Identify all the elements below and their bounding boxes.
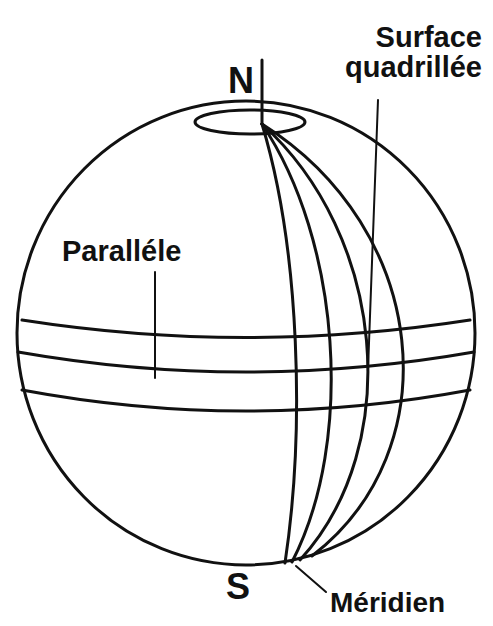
- region-label: Surface quadrillée: [286, 22, 482, 83]
- meridian-label: Méridien: [330, 588, 445, 617]
- parallel-label: Paralléle: [62, 236, 181, 266]
- axis-line: [261, 60, 264, 124]
- parallel-line: [22, 320, 470, 338]
- meridian-line: [262, 124, 331, 562]
- meridian-line: [262, 124, 297, 563]
- globe-outline: [17, 101, 475, 565]
- meridian-line: [262, 124, 368, 560]
- leader-line: [368, 100, 378, 370]
- leader-line: [296, 566, 326, 592]
- meridian-line: [262, 124, 403, 556]
- pole-label: N: [228, 62, 254, 100]
- polar-ellipse: [195, 110, 305, 134]
- pole-label: S: [226, 568, 250, 606]
- leader-line: [154, 272, 156, 378]
- parallel-line: [18, 352, 474, 372]
